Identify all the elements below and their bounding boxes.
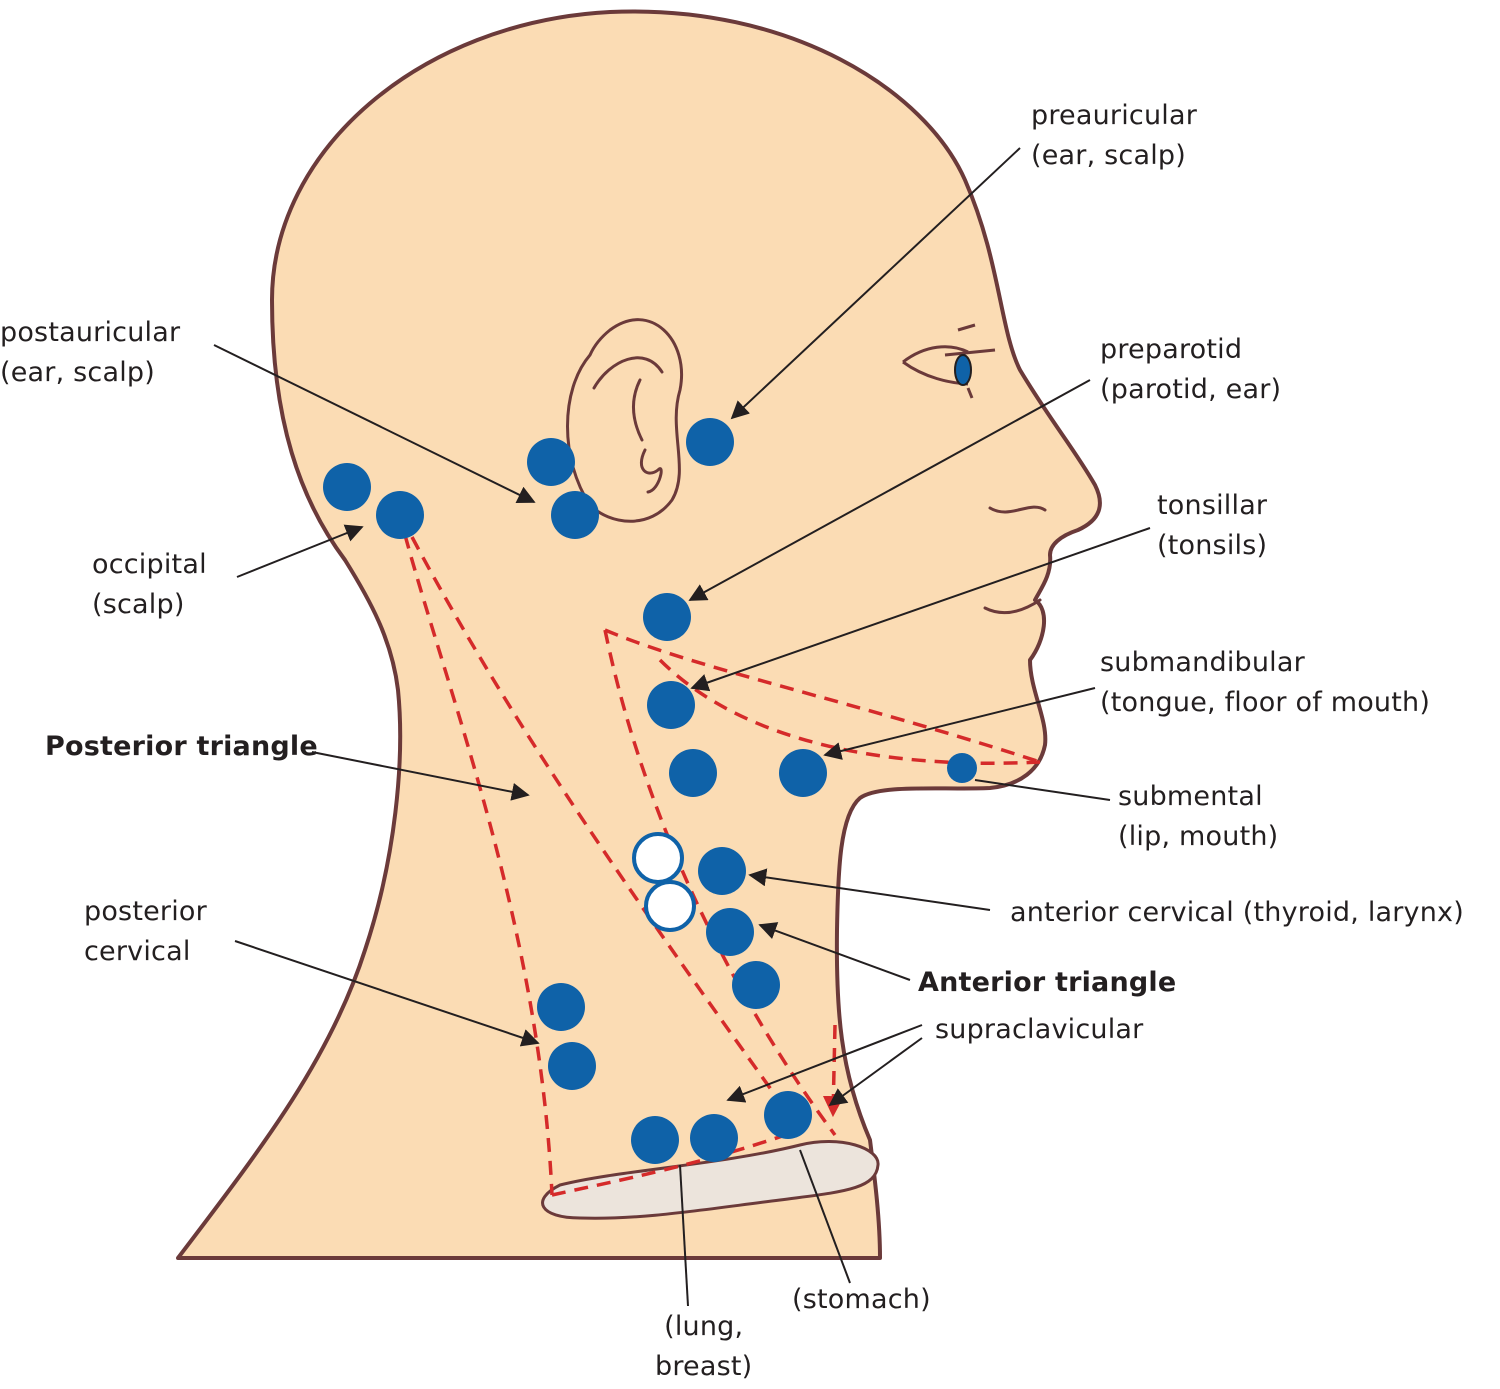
anterior-cervical-node-3 <box>732 961 780 1009</box>
supraclavicular-node-2 <box>690 1114 738 1162</box>
preparotid-label: preparotid (parotid, ear) <box>1100 334 1282 405</box>
preauricular-node <box>686 418 734 466</box>
anterior-cervical-node-1 <box>698 847 746 895</box>
eye <box>902 323 996 399</box>
nostril <box>988 505 1047 514</box>
lung-breast-label: (lung, breast) <box>655 1311 753 1382</box>
submandibular-node <box>779 749 827 797</box>
head-silhouette <box>176 9 1102 1260</box>
supraclavicular-node-1 <box>631 1116 679 1164</box>
submandibular-label: submandibular (tongue, floor of mouth) <box>1100 647 1431 718</box>
preparotid-node <box>643 593 691 641</box>
occipital-node-upper <box>323 463 371 511</box>
postauricular-label: postauricular (ear, scalp) <box>0 317 181 388</box>
supraclavicular-node-3 <box>764 1091 812 1139</box>
deep-cervical-nodes-open <box>632 832 696 932</box>
posterior-cervical-node-2 <box>548 1042 596 1090</box>
postauricular-node-lower <box>551 491 599 539</box>
tonsillar-node <box>647 681 695 729</box>
supraclavicular-label: supraclavicular <box>935 1014 1144 1045</box>
submental-node <box>947 753 977 783</box>
clavicle <box>541 1140 880 1220</box>
occipital-label: occipital (scalp) <box>92 549 207 620</box>
postauricular-node-upper <box>527 438 575 486</box>
posterior-triangle-label: Posterior triangle <box>45 731 318 762</box>
lymph-nodes <box>323 418 977 1164</box>
anterior-cervical-node-top <box>669 749 717 797</box>
posterior-triangle-outline <box>403 534 802 1197</box>
tonsillar-label: tonsillar (tonsils) <box>1157 490 1268 561</box>
submental-label: submental (lip, mouth) <box>1118 781 1279 852</box>
anterior-cervical-node-2 <box>706 908 754 956</box>
pointer-lines <box>213 147 1151 1307</box>
posterior-cervical-label: posterior cervical <box>84 896 207 967</box>
anterior-cervical-label: anterior cervical (thyroid, larynx) <box>1010 897 1464 928</box>
posterior-cervical-node-1 <box>537 983 585 1031</box>
mouth <box>983 598 1042 614</box>
anterior-triangle-label: Anterior triangle <box>918 967 1177 998</box>
preauricular-label: preauricular (ear, scalp) <box>1031 100 1198 171</box>
occipital-node-lower <box>376 491 424 539</box>
stomach-label: (stomach) <box>792 1284 931 1315</box>
